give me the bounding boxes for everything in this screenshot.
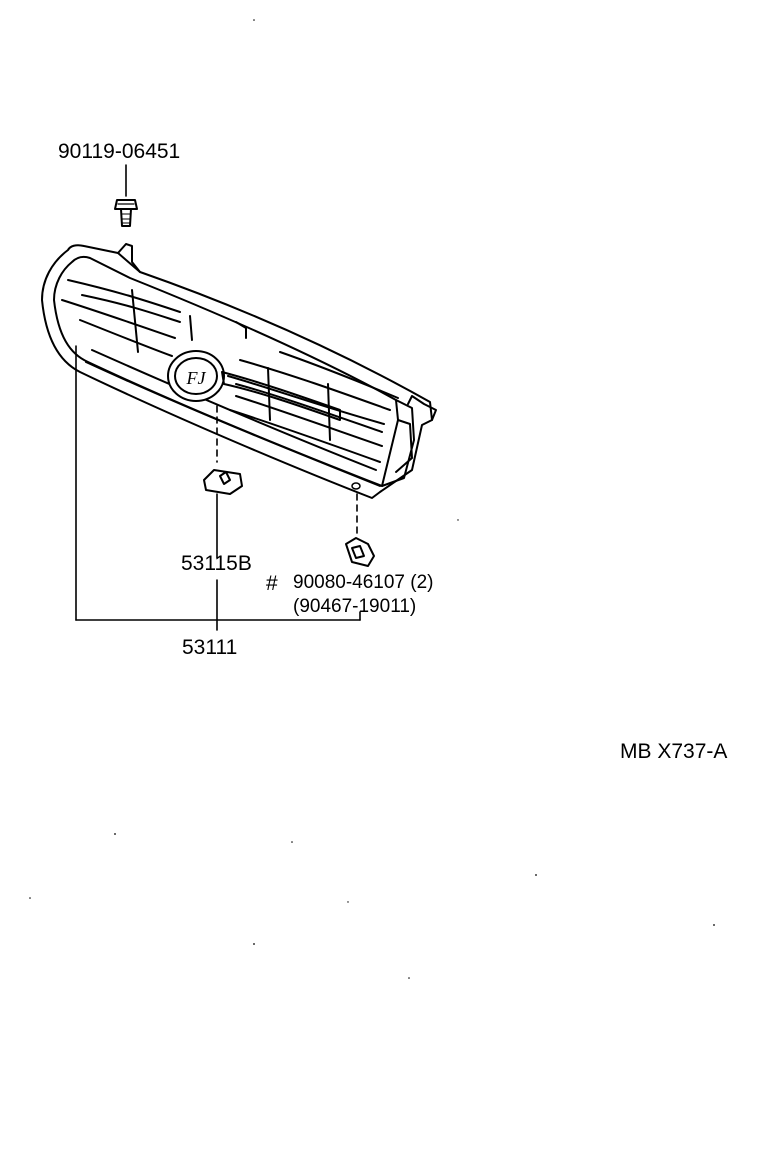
emblem-text: FJ bbox=[186, 368, 207, 388]
bolt-icon bbox=[114, 164, 138, 227]
clip-part-number: 90080-46107 (2) bbox=[293, 572, 434, 593]
emblem-icon: FJ bbox=[167, 350, 225, 402]
clip-icon bbox=[345, 537, 375, 567]
scan-specks bbox=[29, 19, 715, 979]
clip-alt-part-number: (90467-19011) bbox=[293, 596, 417, 617]
bolt-part-number: 90119-06451 bbox=[58, 140, 181, 163]
diagram-code: MB X737-A bbox=[620, 740, 728, 763]
clip-marker: # bbox=[266, 572, 278, 595]
grille-part-number: 53111 bbox=[182, 636, 238, 659]
radiator-grille: FJ bbox=[41, 243, 437, 499]
bracket-part-number: 53115B bbox=[181, 552, 252, 575]
bracket-icon bbox=[203, 469, 243, 495]
